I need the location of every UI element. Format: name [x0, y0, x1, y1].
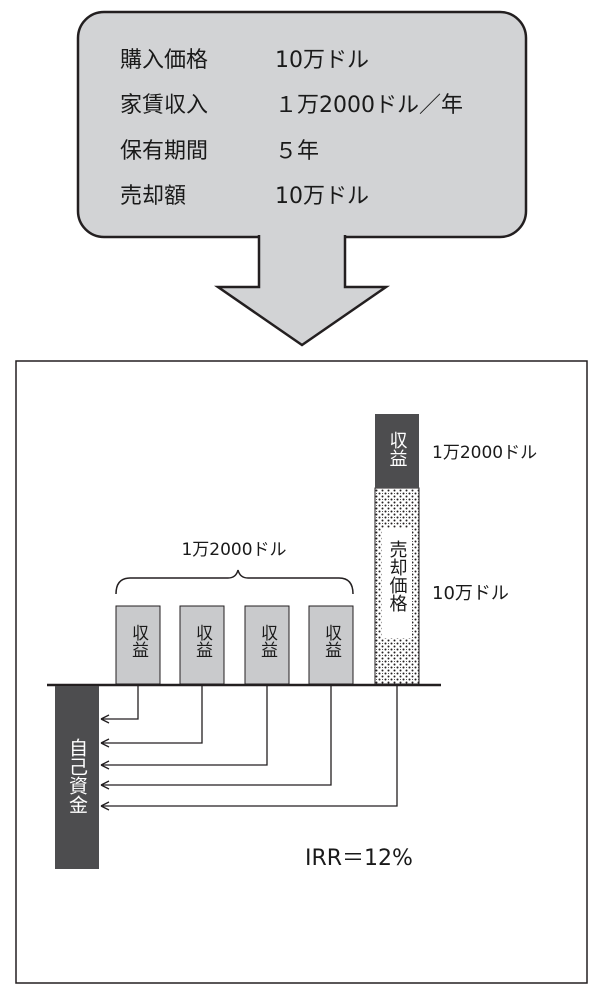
sale-price-label-bg — [382, 528, 412, 638]
final-income-amount: 1万2000ドル — [432, 443, 537, 463]
final-income-bar — [375, 414, 419, 488]
summary-callout — [76, 10, 528, 347]
sale-amount: 10万ドル — [432, 583, 509, 604]
income-bar-year-2 — [179, 605, 225, 685]
summary-value-purchase: 10万ドル — [275, 48, 369, 73]
cashflow-arrow-year-3 — [100, 686, 268, 770]
cashflow-arrow-year-4 — [100, 686, 332, 790]
diagram-frame — [15, 360, 588, 984]
summary-value-sale: 10万ドル — [275, 184, 369, 209]
cashflow-arrow-year-2 — [100, 686, 203, 748]
summary-value-period: ５年 — [275, 139, 319, 164]
equity-bar-label: 自己資金 — [66, 738, 88, 814]
income-brace — [115, 569, 354, 595]
cashflow-arrow-year-1 — [100, 686, 139, 724]
summary-label-purchase: 購入価格 — [120, 48, 208, 73]
summary-value-rent: １万2000ドル／年 — [275, 93, 463, 118]
income-bar-year-1 — [115, 605, 161, 685]
income-bar-year-1-label: 収益 — [128, 624, 149, 658]
summary-label-sale: 売却額 — [120, 184, 186, 209]
irr-label: IRR＝12% — [305, 846, 413, 871]
income-brace-label: 1万2000ドル — [181, 540, 286, 560]
income-bar-year-4-label: 収益 — [321, 624, 342, 658]
income-bar-year-3-label: 収益 — [257, 624, 278, 658]
income-bar-year-4 — [308, 605, 354, 685]
cashflow-arrows — [100, 686, 398, 811]
sale-price-bar-label: 売却価格 — [387, 540, 408, 612]
final-year-bar: 売却価格 収益 — [374, 414, 420, 685]
summary-label-rent: 家賃収入 — [120, 93, 208, 118]
yearly-income-bars: 収益 収益 収益 収益 — [115, 605, 354, 685]
final-income-bar-label: 収益 — [387, 431, 408, 467]
cashflow-arrow-year-5 — [100, 686, 398, 811]
income-bar-year-3 — [244, 605, 290, 685]
summary-rows: 購入価格 10万ドル 家賃収入 １万2000ドル／年 保有期間 ５年 売却額 1… — [120, 48, 463, 209]
summary-label-period: 保有期間 — [120, 139, 208, 164]
income-bar-year-2-label: 収益 — [192, 624, 213, 658]
equity-bar — [55, 686, 99, 869]
